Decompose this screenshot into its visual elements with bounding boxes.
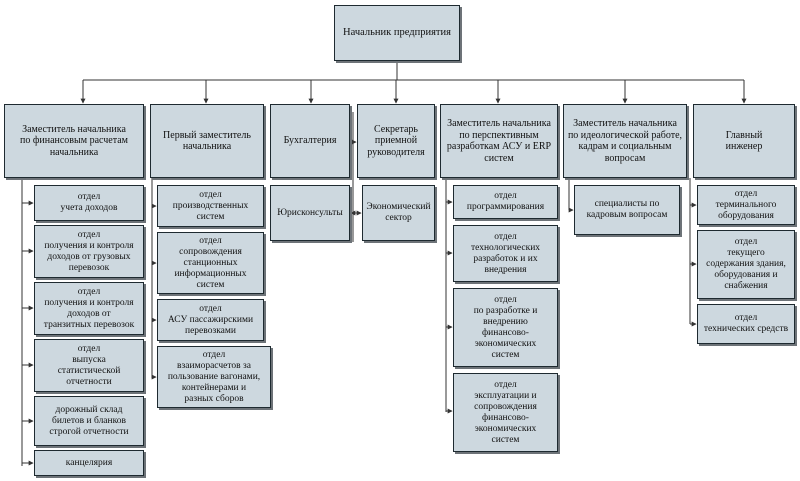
accounting-label: Бухгалтерия (283, 135, 337, 147)
unit-label: дорожный склад билетов и бланков строгой… (49, 404, 129, 437)
hr-specialists: специалисты по кадровым вопросам (574, 185, 680, 235)
dept-station-info-systems: отдел сопровождения станционных информац… (157, 232, 264, 294)
deputy-hr-label: Заместитель начальника по идеологической… (567, 118, 683, 164)
dept-wagon-settlements: отдел взаиморасчетов за пользование ваго… (157, 346, 271, 408)
dept-finance-systems-development: отдел по разработке и внедрению финансов… (453, 288, 558, 367)
unit-label: специалисты по кадровым вопросам (586, 199, 668, 220)
unit-label: отдел терминального оборудования (715, 188, 777, 221)
dept-passenger-asu: отдел АСУ пассажирскими перевозками (157, 299, 264, 341)
deputy-hr-box: Заместитель начальника по идеологической… (563, 104, 687, 178)
unit-label: отдел эксплуатации и сопровождения финан… (474, 379, 537, 445)
chief-engineer-label: Главный инженер (725, 129, 763, 153)
unit-label: отдел производственных систем (172, 189, 249, 222)
dept-technical-means: отдел технических средств (697, 304, 795, 344)
unit-label: отдел сопровождения станционных информац… (174, 235, 247, 290)
unit-label: Юрисконсульты (277, 207, 343, 218)
dept-tech-development: отдел технологических разработок и их вн… (453, 225, 558, 282)
deputy-finance-box: Заместитель начальника по финансовым рас… (4, 104, 144, 178)
unit-label: Экономический сектор (366, 202, 431, 223)
unit-label: отдел получения и контроля доходов от гр… (44, 229, 134, 273)
secretary-label: Секретарь приемной руководителя (367, 123, 425, 158)
dept-statistical-reporting: отдел выпуска статистической отчетности (34, 339, 144, 392)
accounting-box: Бухгалтерия (270, 104, 350, 178)
chief-engineer-box: Главный инженер (693, 104, 795, 178)
director-box: Начальник предприятия (334, 5, 460, 61)
dept-transit-revenue-control: отдел получения и контроля доходов от тр… (34, 282, 144, 335)
unit-label: отдел технологических разработок и их вн… (470, 231, 541, 275)
dept-production-systems: отдел производственных систем (157, 185, 264, 227)
secretary-box: Секретарь приемной руководителя (357, 104, 435, 178)
unit-label: отдел АСУ пассажирскими перевозками (167, 303, 254, 336)
dept-programming: отдел программирования (453, 185, 558, 219)
unit-label: отдел взаиморасчетов за пользование ваго… (167, 349, 261, 404)
economic-sector: Экономический сектор (362, 185, 435, 241)
unit-label: отдел учета доходов (60, 192, 118, 213)
deputy-asu-erp-label: Заместитель начальника по перспективным … (446, 118, 552, 164)
deputy-asu-erp-box: Заместитель начальника по перспективным … (440, 104, 558, 178)
dept-terminal-equipment: отдел терминального оборудования (697, 185, 795, 225)
unit-label: отдел программирования (466, 191, 545, 212)
unit-label: отдел получения и контроля доходов от тр… (43, 286, 135, 330)
ticket-forms-warehouse: дорожный склад билетов и бланков строгой… (34, 396, 144, 446)
unit-label: отдел выпуска статистической отчетности (57, 343, 121, 387)
first-deputy-box: Первый заместитель начальника (150, 104, 264, 178)
dept-freight-revenue-control: отдел получения и контроля доходов от гр… (34, 225, 144, 278)
unit-label: отдел технических средств (703, 313, 789, 334)
legal-advisors: Юрисконсульты (270, 185, 350, 241)
unit-label: канцелярия (65, 457, 113, 468)
dept-finance-systems-operation: отдел эксплуатации и сопровождения финан… (453, 373, 558, 452)
unit-label: отдел по разработке и внедрению финансов… (473, 294, 538, 360)
unit-label: отдел текущего содержания здания, оборуд… (706, 237, 786, 291)
deputy-finance-label: Заместитель начальника по финансовым рас… (20, 123, 128, 158)
chancellery: канцелярия (34, 450, 144, 476)
dept-revenue-accounting: отдел учета доходов (34, 185, 144, 221)
dept-building-maintenance: отдел текущего содержания здания, оборуд… (697, 230, 795, 299)
first-deputy-label: Первый заместитель начальника (163, 129, 251, 153)
director-label: Начальник предприятия (343, 27, 451, 38)
